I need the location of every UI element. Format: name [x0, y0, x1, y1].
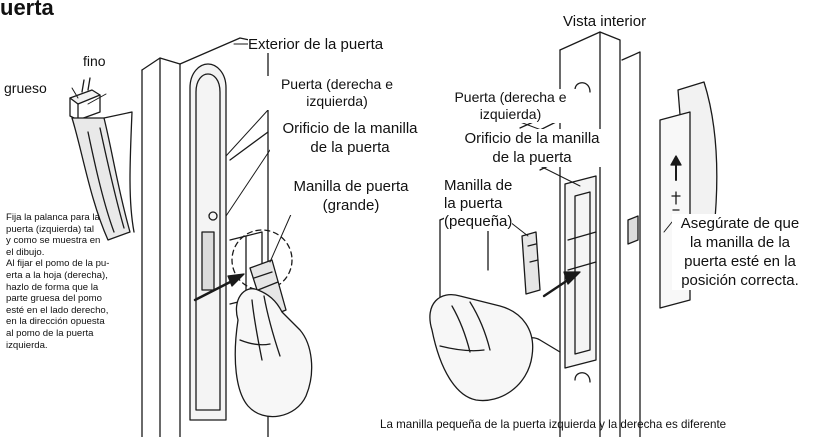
left-door-post [141, 37, 269, 437]
label-vista-interior: Vista interior [563, 13, 647, 30]
instruction-note: Fija la palanca para la puerta (izquierd… [6, 212, 110, 351]
label-fino: fino [83, 53, 106, 70]
leader-lines [71, 43, 673, 263]
label-orificio-right: Orificio de la manilla de la puerta [452, 129, 612, 167]
label-manilla-grande: Manilla de puerta (grande) [276, 177, 426, 215]
page-title: uerta [0, 0, 54, 20]
right-glove [429, 294, 534, 402]
label-puerta-left: Puerta (derecha e izquierda) [262, 76, 412, 110]
label-grueso: grueso [4, 80, 47, 97]
bottom-caption: La manilla pequeña de la puerta izquierd… [380, 418, 727, 431]
handle-thickness-detail [69, 77, 135, 241]
label-manilla-pequena: Manilla de la puerta (pequeña) [444, 177, 513, 231]
left-glove [234, 288, 313, 418]
label-exterior: Exterior de la puerta [248, 36, 384, 53]
label-orificio-left: Orificio de la manilla de la puerta [270, 119, 430, 157]
label-puerta-right: Puerta (derecha e izquierda) [443, 89, 578, 123]
label-asegurate: Asegúrate de que la manilla de la puerta… [672, 214, 808, 290]
small-handle [521, 231, 541, 295]
